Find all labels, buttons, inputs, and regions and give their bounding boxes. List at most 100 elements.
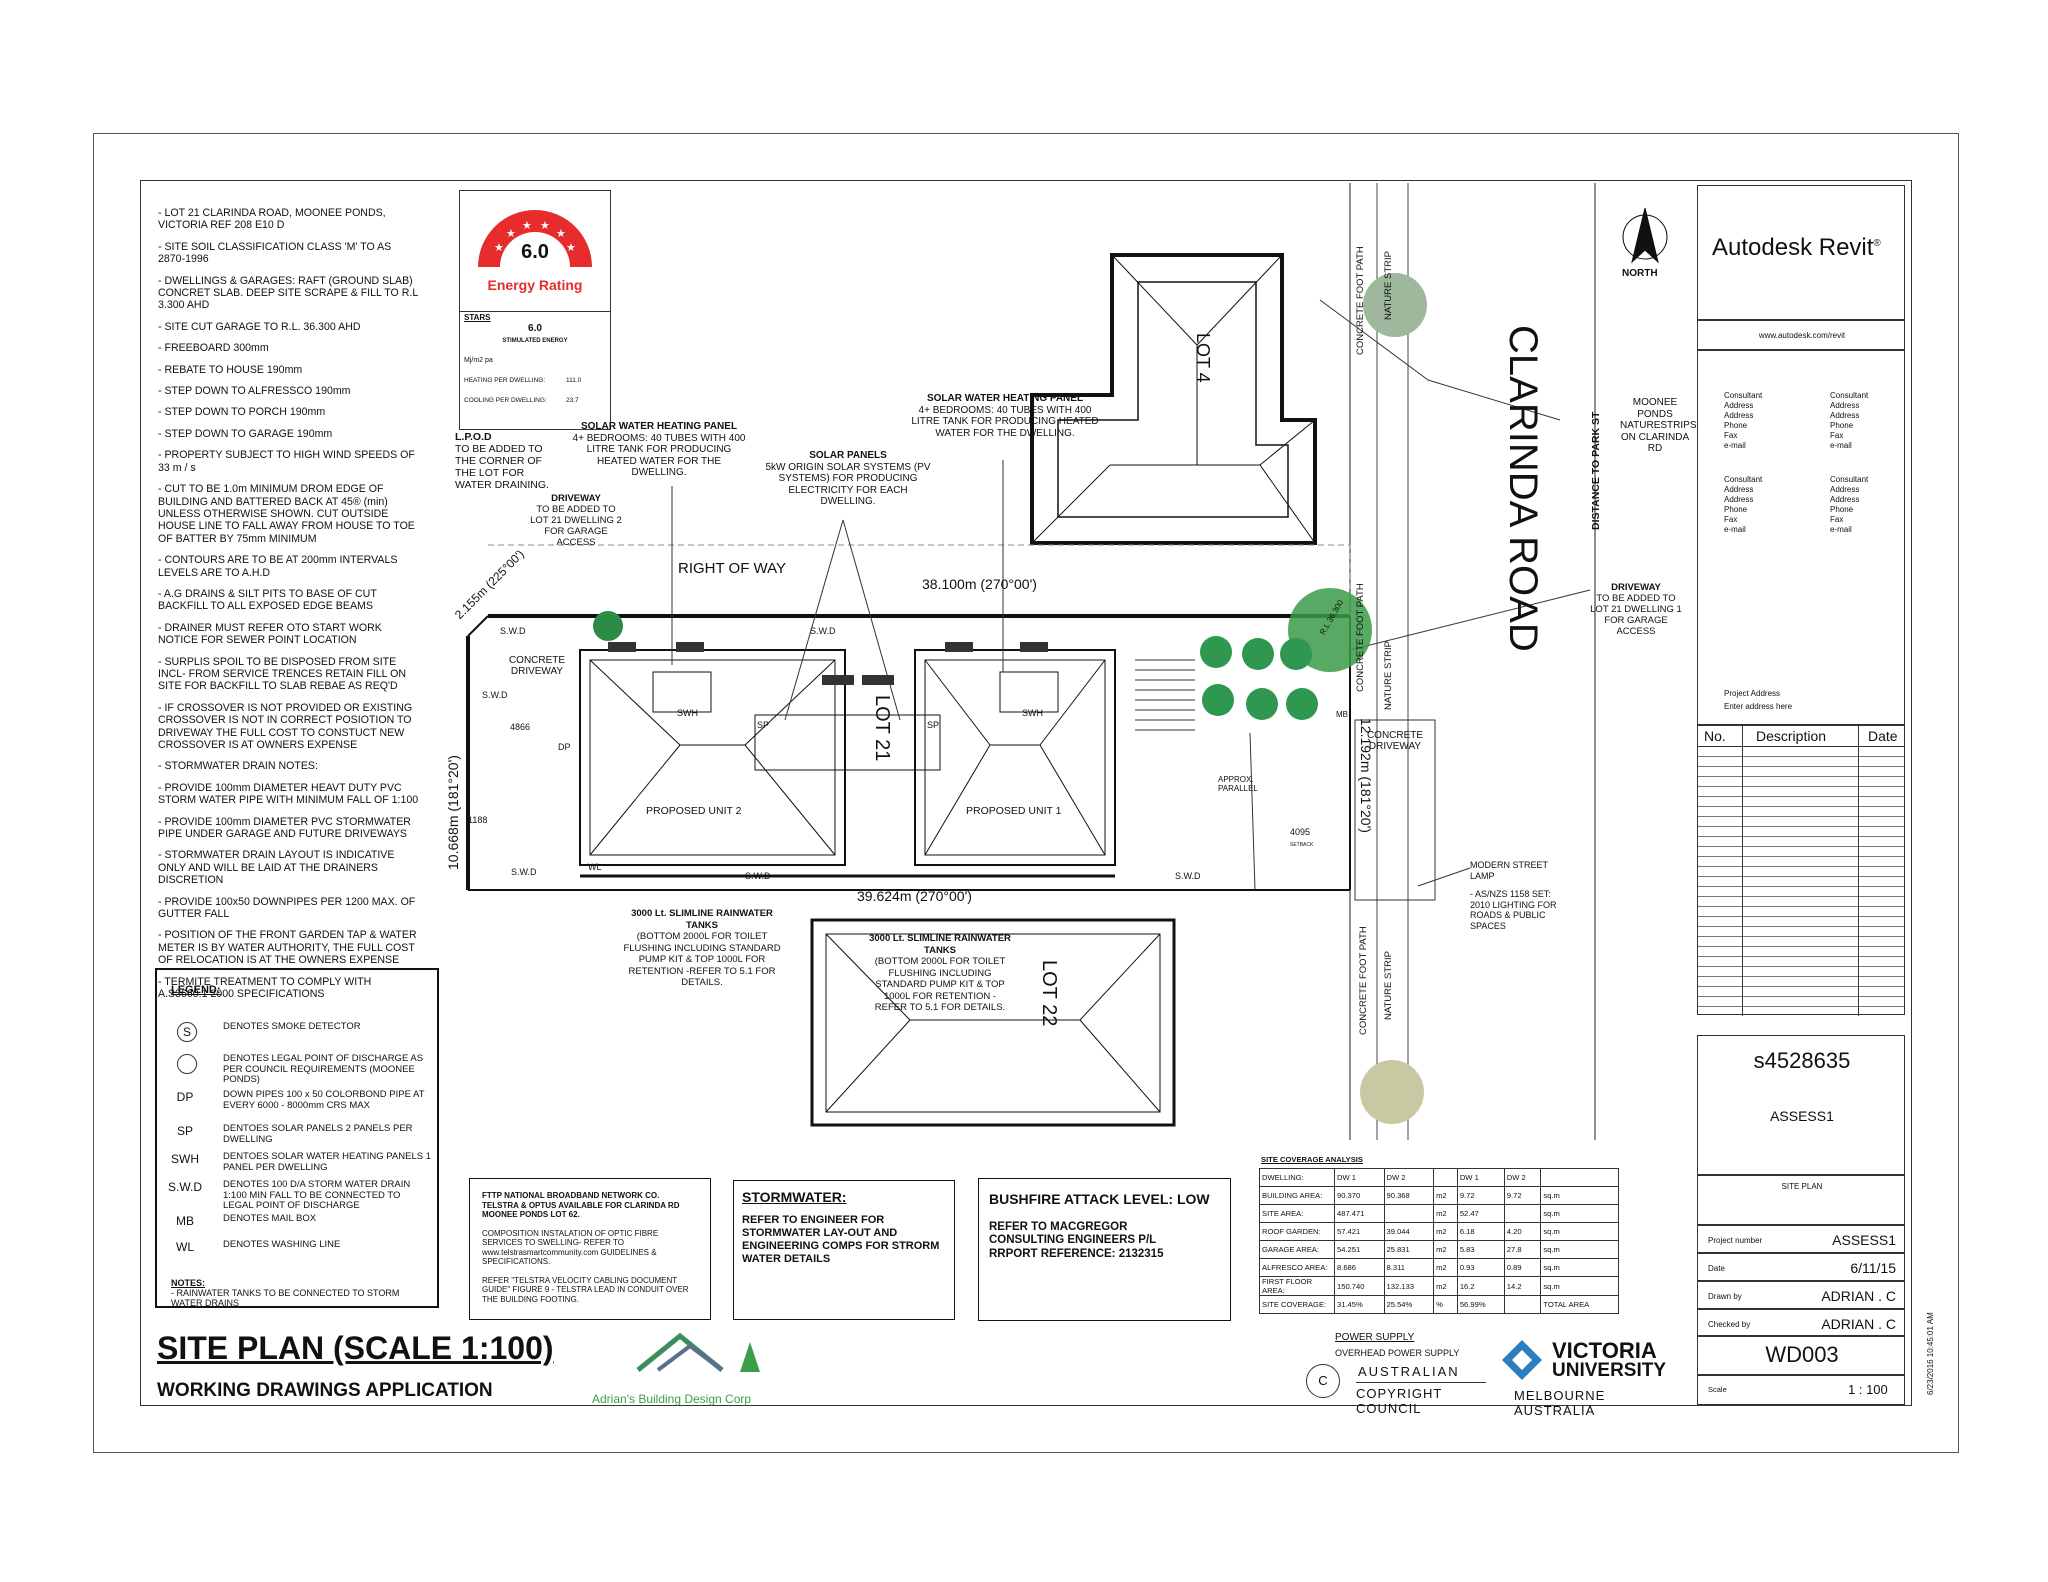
legend-notes-title: NOTES:	[171, 1278, 206, 1288]
stars-value: 6.0	[528, 323, 542, 334]
coverage-cell: 5.83	[1456, 1240, 1505, 1259]
energy-rating-block: ★★ ★★ ★★ 6.0 Energy Rating STARS 6.0 STI…	[459, 190, 611, 430]
revit-brand-name: Autodesk Revit	[1712, 234, 1874, 261]
coverage-cell: 39.044	[1383, 1222, 1435, 1241]
sheet-subtitle: WORKING DRAWINGS APPLICATION	[157, 1380, 493, 1401]
coverage-cell: DW 1	[1334, 1168, 1385, 1187]
road-name: CLARINDA ROAD	[1501, 325, 1545, 652]
note-line: - A.G DRAINS & SILT PITS TO BASE OF CUT …	[158, 587, 377, 613]
title-block: Autodesk Revit® www.autodesk.com/revit P…	[1697, 185, 1905, 1405]
coverage-cell: sq.m	[1540, 1258, 1619, 1277]
print-timestamp: 6/23/2016 10:45:01 AM	[1926, 1312, 1935, 1395]
svg-text:★: ★	[566, 242, 576, 254]
coverage-cell: sq.m	[1540, 1276, 1619, 1296]
coverage-cell: 132.133	[1383, 1276, 1435, 1296]
consultant-line: Address	[1724, 401, 1754, 410]
lpod-note: L.P.O.D TO BE ADDED TO THE CORNER OF THE…	[455, 431, 555, 491]
solar-heating-text-1: 4+ BEDROOMS: 40 TUBES WITH 400 LITRE TAN…	[911, 404, 1099, 439]
foot-path-top: CONCRETE FOOT PATH	[1355, 246, 1366, 355]
distance-to-park: DISTANCE TO PARK ST	[1590, 411, 1602, 530]
svg-text:★: ★	[506, 228, 516, 240]
titleblock-field-label: Checked by	[1708, 1320, 1751, 1329]
consultant-line: e-mail	[1724, 525, 1746, 534]
sheet-border	[93, 133, 1959, 1453]
swd-bottom-right: S.W.D	[1175, 871, 1201, 881]
north-arrow-icon	[1622, 207, 1668, 264]
driveway1-text: TO BE ADDED TO LOT 21 DWELLING 1 FOR GAR…	[1590, 593, 1682, 637]
coverage-cell: 31.45%	[1334, 1295, 1385, 1314]
driveway2-title: DRIVEWAY	[551, 493, 601, 504]
coverage-cell: TOTAL AREA	[1540, 1295, 1619, 1314]
stormwater-box: STORMWATER: REFER TO ENGINEER FOR STORMW…	[733, 1180, 955, 1320]
consultant-line: Address	[1830, 401, 1860, 410]
coverage-cell: m2	[1433, 1186, 1458, 1205]
vu-line1: VICTORIA	[1552, 1338, 1657, 1363]
legend-text: DENTOES SOLAR WATER HEATING PANELS 1 PAN…	[223, 1151, 431, 1173]
note-line: - STEP DOWN TO GARAGE 190mm	[158, 427, 333, 440]
solar-heating-note-1: SOLAR WATER HEATING PANEL 4+ BEDROOMS: 4…	[910, 393, 1100, 439]
note-line: - STEP DOWN TO ALFRESSCO 190mm	[158, 385, 351, 398]
legend-text: DENOTES 100 D/A STORM WATER DRAIN 1:100 …	[223, 1179, 411, 1211]
consultant-line: Consultant	[1830, 391, 1869, 400]
note-line: - STEP DOWN TO PORCH 190mm	[158, 406, 326, 419]
trees	[593, 273, 1427, 1124]
swd-bottom-mid: S.W.D	[745, 871, 771, 881]
coverage-cell: BUILDING AREA:	[1259, 1186, 1335, 1205]
scale-value: 1 : 100	[1848, 1382, 1888, 1397]
stars-heading: STARS	[464, 313, 491, 322]
note-line: - PROVIDE 100mm DIAMETER HEAVT DUTY PVC …	[158, 781, 419, 807]
consultant-line: e-mail	[1830, 525, 1852, 534]
coverage-cell: sq.m	[1540, 1222, 1619, 1241]
solar-heating-title-1: SOLAR WATER HEATING PANEL	[926, 393, 1084, 404]
rainwater-tank-text-1: (BOTTOM 2000L FOR TOILET FLUSHING INCLUD…	[874, 956, 1006, 1013]
coverage-cell	[1540, 1168, 1619, 1187]
nature-strip-mid: NATURE STRIP	[1383, 641, 1394, 710]
copyright-council: C AUSTRALIAN COPYRIGHT COUNCIL	[1306, 1360, 1506, 1416]
coverage-cell: ROOF GARDEN:	[1259, 1222, 1335, 1241]
company-logo-icon	[636, 1332, 760, 1372]
wl-label: WL	[588, 862, 602, 872]
note-line: - PROPERTY SUBJECT TO HIGH WIND SPEEDS O…	[158, 449, 415, 474]
nbn-text-2: REFER "TELSTRA VELOCITY CABLING DOCUMENT…	[482, 1275, 689, 1304]
coverage-cell: 8.686	[1334, 1258, 1385, 1277]
coverage-cell: m2	[1433, 1204, 1458, 1223]
coverage-cell: sq.m	[1540, 1240, 1619, 1259]
cooling-value: 23.7	[566, 397, 579, 404]
consultant-line: Address	[1830, 495, 1860, 504]
sheet-number: WD003	[1765, 1342, 1839, 1367]
revision-column-header: Description	[1756, 728, 1827, 744]
coverage-cell: sq.m	[1540, 1186, 1619, 1205]
driveway1-title: DRIVEWAY	[1611, 582, 1661, 593]
legend-text: DENOTES LEGAL POINT OF DISCHARGE AS PER …	[223, 1053, 424, 1085]
drawing-frame	[140, 180, 1912, 1406]
legend-notes-text: - RAINWATER TANKS TO BE CONNECTED TO STO…	[171, 1288, 400, 1308]
copyright-line1: AUSTRALIAN	[1358, 1364, 1460, 1379]
nbn-box: FTTP NATIONAL BROADBAND NETWORK CO. TELS…	[469, 1178, 711, 1320]
revision-column-header: Date	[1868, 728, 1898, 744]
note-line: - LOT 21 CLARINDA ROAD, MOONEE PONDS, VI…	[158, 207, 386, 232]
dim-4095: 4095	[1290, 827, 1311, 837]
energy-badge-label: Energy Rating	[487, 277, 583, 293]
consultant-line: e-mail	[1830, 441, 1852, 450]
sp-right: SP	[927, 720, 940, 730]
project-address-value[interactable]: Enter address here	[1724, 702, 1793, 711]
solar-panels-text: 5kW ORIGIN SOLAR SYSTEMS (PV SYSTEMS) FO…	[765, 461, 931, 508]
coverage-cell: m2	[1433, 1258, 1458, 1277]
coverage-cell: 52.47	[1456, 1204, 1505, 1223]
rainwater-tank-title-1: 3000 Lt. SLIMLINE RAINWATER TANKS	[869, 933, 1011, 956]
concrete-driveway-right: CONCRETE DRIVEWAY	[1366, 730, 1424, 752]
nature-strip-top: NATURE STRIP	[1383, 251, 1394, 320]
note-line: - SITE CUT GARAGE TO R.L. 36.300 AHD	[158, 320, 361, 333]
consultant-line: Address	[1830, 411, 1860, 420]
solar-heating-text-2: 4+ BEDROOMS: 40 TUBES WITH 400 LITRE TAN…	[572, 432, 746, 479]
legend-symbol: DP	[176, 1090, 194, 1104]
revit-url[interactable]: www.autodesk.com/revit	[1758, 331, 1846, 340]
titleblock-field-value: ASSESS1	[1832, 1232, 1896, 1248]
vu-line3: MELBOURNE AUSTRALIA	[1514, 1388, 1606, 1418]
